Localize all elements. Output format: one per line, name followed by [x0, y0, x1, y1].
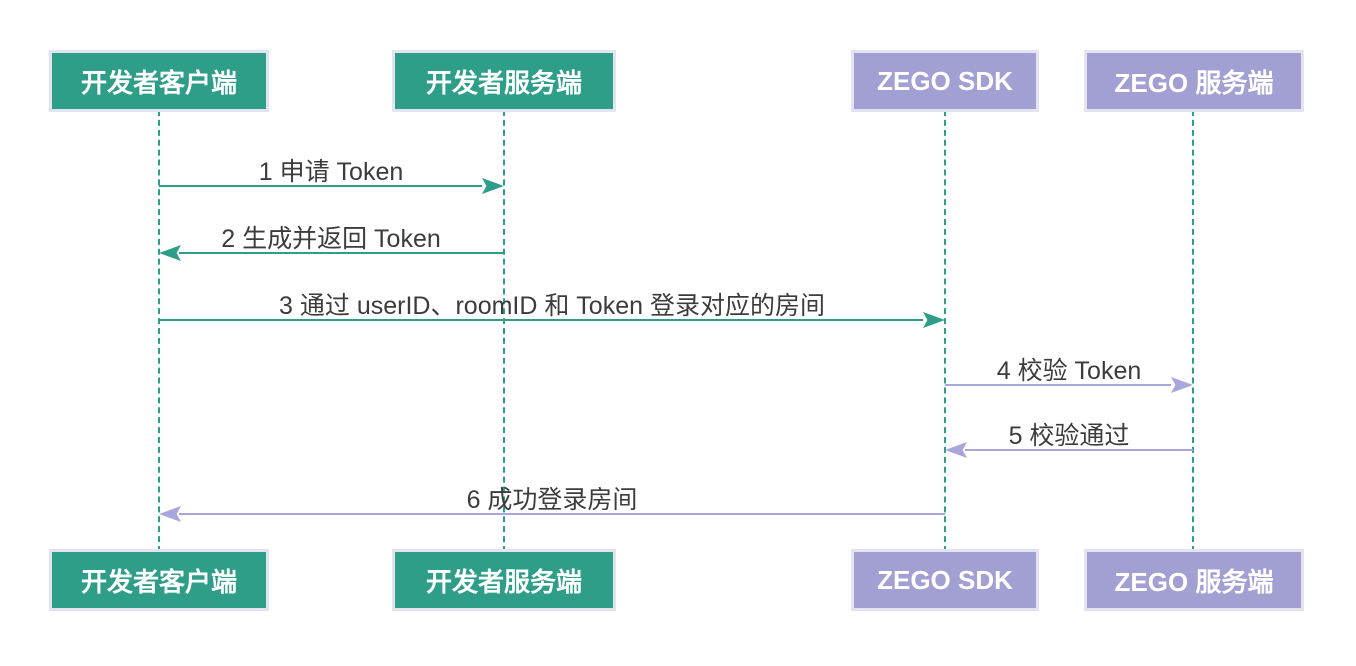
actor-box-zego-sdk-bottom: ZEGO SDK — [851, 549, 1039, 611]
actor-label: 开发者客户端 — [80, 566, 237, 597]
message-1-arrow-line — [159, 185, 482, 187]
message-5-label: 5 校验通过 — [1008, 422, 1130, 450]
message-2-arrow-line — [179, 252, 504, 254]
message-2-label: 2 生成并返回 Token — [221, 225, 441, 253]
actor-box-developer-client-bottom: 开发者客户端 — [49, 549, 269, 611]
actor-label: 开发者客户端 — [80, 67, 237, 98]
message-5-arrow-line — [965, 449, 1193, 451]
actor-label: ZEGO 服务端 — [1114, 67, 1274, 98]
actor-box-zego-sdk-top: ZEGO SDK — [851, 50, 1039, 112]
message-4-label: 4 校验 Token — [996, 357, 1142, 385]
actor-box-zego-server-top: ZEGO 服务端 — [1084, 50, 1304, 112]
arrowhead-left-icon — [159, 245, 181, 261]
actor-label: ZEGO SDK — [877, 65, 1013, 96]
actor-label: 开发者服务端 — [425, 67, 582, 98]
lifeline-zego-server — [1192, 110, 1194, 552]
actor-box-zego-server-bottom: ZEGO 服务端 — [1084, 549, 1304, 611]
arrowhead-left-icon — [159, 506, 181, 522]
actor-box-developer-server-bottom: 开发者服务端 — [392, 549, 616, 611]
message-6-arrow-line — [179, 513, 945, 515]
actor-label: ZEGO SDK — [877, 564, 1013, 595]
actor-box-developer-client-top: 开发者客户端 — [49, 50, 269, 112]
arrowhead-right-icon — [1171, 377, 1193, 393]
actor-label: 开发者服务端 — [425, 566, 582, 597]
message-6-label: 6 成功登录房间 — [466, 486, 638, 514]
arrowhead-left-icon — [945, 442, 967, 458]
message-3-label: 3 通过 userID、roomID 和 Token 登录对应的房间 — [279, 292, 825, 320]
arrowhead-right-icon — [482, 178, 504, 194]
message-4-arrow-line — [945, 384, 1171, 386]
actor-box-developer-server-top: 开发者服务端 — [392, 50, 616, 112]
actor-label: ZEGO 服务端 — [1114, 566, 1274, 597]
lifeline-developer-client — [158, 110, 160, 552]
lifeline-developer-server — [503, 110, 505, 552]
message-1-label: 1 申请 Token — [258, 158, 404, 186]
arrowhead-right-icon — [923, 312, 945, 328]
lifeline-zego-sdk — [944, 110, 946, 552]
message-3-arrow-line — [159, 319, 923, 321]
